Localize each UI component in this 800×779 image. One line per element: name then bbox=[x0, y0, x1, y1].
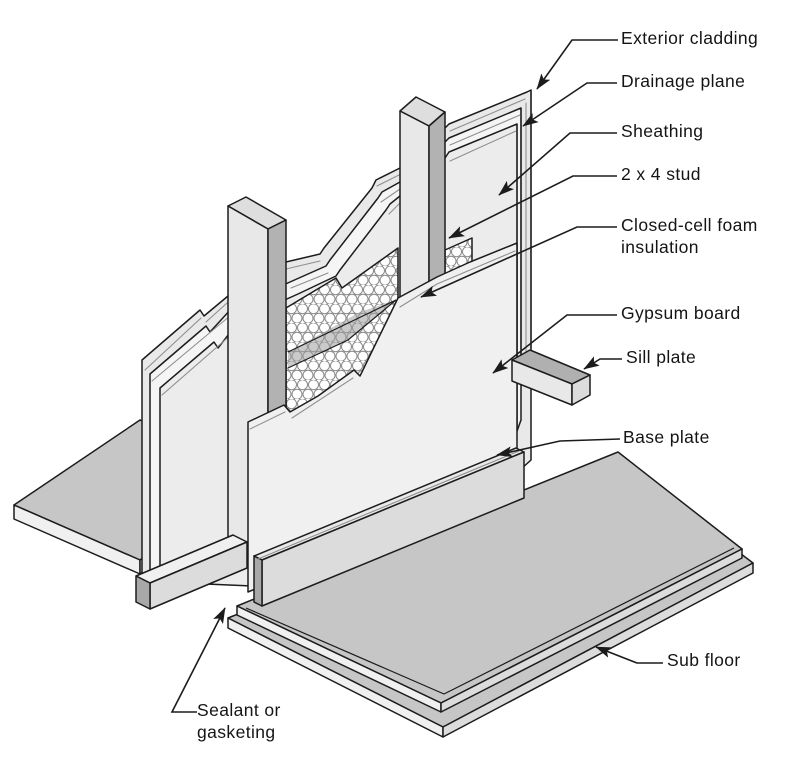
label-foam-line2: insulation bbox=[621, 237, 699, 257]
label-exterior-cladding: Exterior cladding bbox=[621, 28, 758, 48]
panel-end-edges bbox=[516, 90, 532, 362]
leader-drainage-plane bbox=[522, 82, 617, 127]
leader-sub-floor bbox=[595, 646, 663, 664]
callout-leaders bbox=[170, 39, 663, 713]
leader-stud bbox=[448, 175, 617, 239]
leader-foam bbox=[420, 226, 617, 298]
leader-exterior-cladding bbox=[536, 39, 618, 90]
stud-right bbox=[399, 96, 446, 316]
leader-sill-plate bbox=[583, 356, 622, 370]
foam-cut-facet bbox=[288, 300, 396, 368]
callout-labels: Exterior cladding Drainage plane Sheathi… bbox=[197, 28, 758, 742]
label-sealant-line1: Sealant or bbox=[197, 700, 281, 720]
label-stud: 2 x 4 stud bbox=[621, 164, 701, 184]
leader-base-plate bbox=[496, 438, 621, 458]
label-gypsum-board: Gypsum board bbox=[621, 303, 741, 323]
sill-plate-beam bbox=[511, 349, 591, 406]
leader-gypsum-board bbox=[492, 314, 617, 374]
label-sealant-line2: gasketing bbox=[197, 722, 276, 742]
bottom-plate-beam bbox=[135, 534, 248, 610]
base-plate-beam bbox=[253, 447, 525, 607]
leader-sheathing bbox=[498, 132, 617, 196]
leader-sealant bbox=[170, 607, 226, 713]
label-sill-plate: Sill plate bbox=[626, 347, 696, 367]
label-sheathing: Sheathing bbox=[621, 121, 703, 141]
label-base-plate: Base plate bbox=[623, 427, 710, 447]
label-foam-line1: Closed-cell foam bbox=[621, 215, 758, 235]
label-drainage-plane: Drainage plane bbox=[621, 71, 745, 91]
label-sub-floor: Sub floor bbox=[667, 650, 741, 670]
